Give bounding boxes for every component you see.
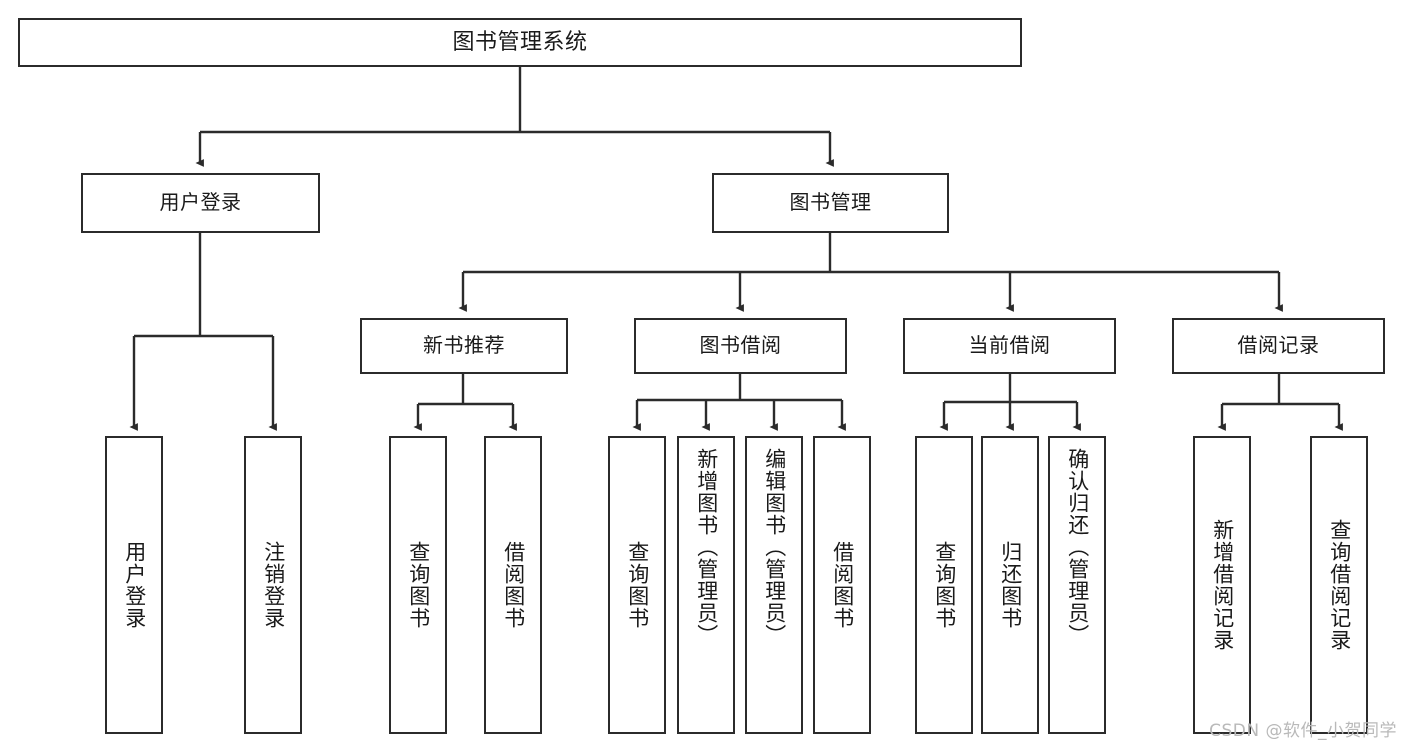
leaf-book-borrow-add[interactable]: 新增图书（管理员） xyxy=(677,436,735,734)
node-book-borrow[interactable]: 图书借阅 xyxy=(634,318,847,374)
leaf-new-book-query[interactable]: 查询图书 xyxy=(389,436,447,734)
node-root[interactable]: 图书管理系统 xyxy=(18,18,1022,67)
leaf-book-borrow-edit[interactable]: 编辑图书（管理员） xyxy=(745,436,803,734)
leaf-borrow-record-add-label: 新增借阅记录 xyxy=(1210,519,1235,651)
node-root-label: 图书管理系统 xyxy=(452,29,588,55)
node-user-login[interactable]: 用户登录 xyxy=(81,173,320,233)
leaf-borrow-record-add[interactable]: 新增借阅记录 xyxy=(1193,436,1251,734)
leaf-book-borrow-query[interactable]: 查询图书 xyxy=(608,436,666,734)
leaf-user-login-logout[interactable]: 注销登录 xyxy=(244,436,302,734)
leaf-current-borrow-return-label: 归还图书 xyxy=(998,541,1023,629)
leaf-current-borrow-confirm-return-label: 确认归还（管理员） xyxy=(1065,448,1090,646)
leaf-user-login-login-label: 用户登录 xyxy=(122,541,147,629)
node-new-book-recommend-label: 新书推荐 xyxy=(423,333,505,358)
leaf-user-login-logout-label: 注销登录 xyxy=(261,541,286,629)
leaf-current-borrow-return[interactable]: 归还图书 xyxy=(981,436,1039,734)
leaf-book-borrow-query-label: 查询图书 xyxy=(625,541,650,629)
node-borrow-record-label: 借阅记录 xyxy=(1237,333,1320,358)
leaf-user-login-login[interactable]: 用户登录 xyxy=(105,436,163,734)
node-user-login-label: 用户登录 xyxy=(159,190,242,215)
leaf-book-borrow-borrow[interactable]: 借阅图书 xyxy=(813,436,871,734)
leaf-book-borrow-borrow-label: 借阅图书 xyxy=(830,541,855,629)
leaf-book-borrow-add-label: 新增图书（管理员） xyxy=(694,448,719,646)
leaf-new-book-borrow-label: 借阅图书 xyxy=(501,541,526,629)
leaf-borrow-record-query-label: 查询借阅记录 xyxy=(1327,519,1352,651)
leaf-current-borrow-query[interactable]: 查询图书 xyxy=(915,436,973,734)
node-current-borrow-label: 当前借阅 xyxy=(968,333,1051,358)
leaf-new-book-borrow[interactable]: 借阅图书 xyxy=(484,436,542,734)
leaf-new-book-query-label: 查询图书 xyxy=(406,541,431,629)
node-current-borrow[interactable]: 当前借阅 xyxy=(903,318,1116,374)
leaf-borrow-record-query[interactable]: 查询借阅记录 xyxy=(1310,436,1368,734)
watermark: CSDN @软件_小贺同学 xyxy=(1209,721,1397,741)
node-book-management[interactable]: 图书管理 xyxy=(712,173,949,233)
node-borrow-record[interactable]: 借阅记录 xyxy=(1172,318,1385,374)
leaf-current-borrow-confirm-return[interactable]: 确认归还（管理员） xyxy=(1048,436,1106,734)
leaf-book-borrow-edit-label: 编辑图书（管理员） xyxy=(762,448,787,646)
node-book-borrow-label: 图书借阅 xyxy=(699,333,782,358)
node-new-book-recommend[interactable]: 新书推荐 xyxy=(360,318,568,374)
leaf-current-borrow-query-label: 查询图书 xyxy=(932,541,957,629)
node-book-management-label: 图书管理 xyxy=(789,190,872,215)
